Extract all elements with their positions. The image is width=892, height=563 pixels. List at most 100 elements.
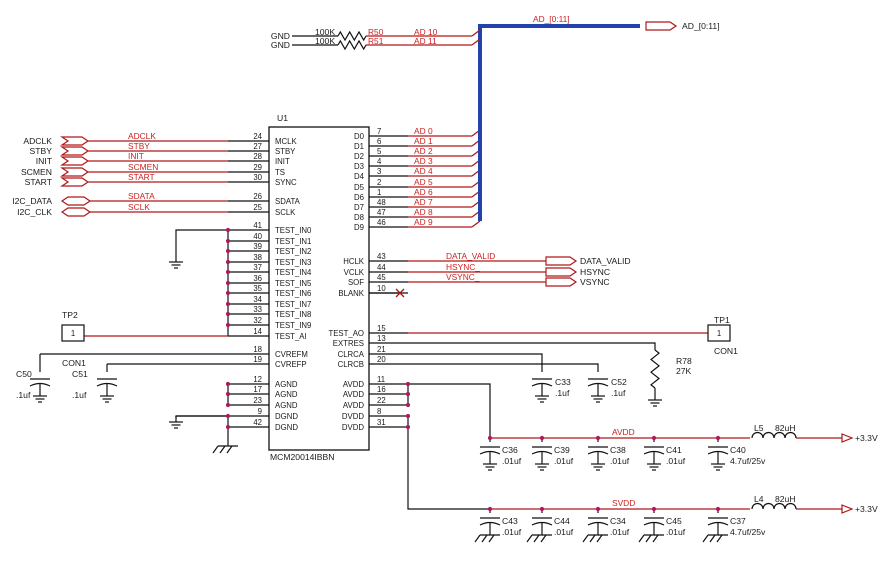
pin-name: CVREFM bbox=[275, 350, 308, 359]
ground-tooth bbox=[219, 445, 226, 454]
pin-name: TEST_IN0 bbox=[275, 226, 312, 235]
bus-label: AD_[0:11] bbox=[533, 14, 570, 24]
input-port bbox=[60, 146, 90, 156]
junction-dot bbox=[539, 506, 545, 512]
net-label: SDATA bbox=[128, 191, 155, 201]
bidir-port bbox=[60, 207, 92, 217]
pin-name: D4 bbox=[354, 172, 365, 181]
pin-name: TEST_AI bbox=[275, 332, 307, 341]
input-port bbox=[60, 167, 90, 177]
junction-dot bbox=[225, 238, 231, 244]
net-label: AD 1 bbox=[414, 136, 433, 146]
ground-symbol bbox=[647, 458, 661, 471]
cap-plate-curved bbox=[643, 521, 665, 526]
pin-name: TEST_IN1 bbox=[275, 237, 311, 246]
pin-number: 32 bbox=[253, 316, 262, 325]
cap-plate-curved bbox=[479, 521, 501, 526]
test-point-tp1 bbox=[707, 324, 731, 342]
pin-number: 25 bbox=[253, 203, 262, 212]
pin-number: 10 bbox=[377, 284, 386, 293]
port-label: START bbox=[25, 177, 53, 187]
capacitor-c52 bbox=[587, 378, 609, 390]
capacitor-c50 bbox=[29, 378, 51, 390]
port-label: HSYNC bbox=[580, 267, 610, 277]
pin-name: AVDD bbox=[343, 401, 364, 410]
net-label: AD 8 bbox=[414, 207, 433, 217]
pin-name: CVREFP bbox=[275, 360, 307, 369]
input-port bbox=[60, 136, 90, 146]
port-label: I2C_DATA bbox=[12, 196, 52, 206]
junction-dot bbox=[651, 506, 657, 512]
gnd-label: GND bbox=[271, 40, 290, 50]
junction-dot bbox=[225, 391, 231, 397]
capacitor bbox=[643, 446, 665, 458]
test-in-ground-wire bbox=[175, 229, 228, 256]
test-point-ref: TP1 bbox=[714, 315, 730, 325]
pin-number: 1 bbox=[377, 188, 381, 197]
pin-name: HCLK bbox=[343, 257, 365, 266]
pin-number: 12 bbox=[253, 375, 262, 384]
ground-symbol bbox=[648, 394, 662, 407]
cap-ref: C38 bbox=[610, 445, 626, 455]
pin-number: 34 bbox=[253, 295, 262, 304]
supply-arrow bbox=[841, 433, 854, 443]
capacitor bbox=[643, 517, 665, 529]
pin-number: 14 bbox=[253, 327, 262, 336]
ground-tooth bbox=[226, 445, 233, 454]
pin-name: DVDD bbox=[342, 423, 364, 432]
ground-symbol bbox=[100, 390, 114, 403]
ground-tooth bbox=[638, 534, 645, 543]
cap-ref: C44 bbox=[554, 516, 570, 526]
rail-label: SVDD bbox=[612, 498, 635, 508]
clrcb-wire bbox=[408, 363, 599, 372]
pin-name: SYNC bbox=[275, 178, 297, 187]
net-label: AD 5 bbox=[414, 177, 433, 187]
port-label: DATA_VALID bbox=[580, 256, 631, 266]
capacitor bbox=[531, 517, 553, 529]
resistor bbox=[337, 30, 367, 42]
cap-ref: C52 bbox=[611, 377, 627, 387]
cap-ref: C40 bbox=[730, 445, 746, 455]
net-label: SCMEN bbox=[128, 162, 158, 172]
pin-name: CLRCB bbox=[338, 360, 364, 369]
chassis-ground-symbol bbox=[526, 529, 552, 543]
pin-name: TEST_IN2 bbox=[275, 247, 311, 256]
capacitor bbox=[587, 446, 609, 458]
test-point-ref: TP2 bbox=[62, 310, 78, 320]
pin-name: DVDD bbox=[342, 412, 364, 421]
supply-arrow bbox=[841, 504, 854, 514]
junction-dot bbox=[225, 301, 231, 307]
pin-number: 23 bbox=[253, 396, 262, 405]
pin-number: 17 bbox=[253, 385, 262, 394]
net-label: ADCLK bbox=[128, 131, 156, 141]
ground-tooth bbox=[474, 534, 481, 543]
pin-number: 31 bbox=[377, 418, 386, 427]
pin-name: D0 bbox=[354, 132, 365, 141]
pin-number: 35 bbox=[253, 284, 262, 293]
ground-symbol bbox=[591, 390, 605, 403]
cap-plate-curved bbox=[587, 521, 609, 526]
pin-name: D8 bbox=[354, 213, 364, 222]
port-label: I2C_CLK bbox=[17, 207, 52, 217]
ground-tooth bbox=[702, 534, 709, 543]
capacitor bbox=[707, 517, 729, 529]
cap-plate-curved bbox=[707, 450, 729, 455]
junction-dot bbox=[225, 424, 231, 430]
rail-label: AVDD bbox=[612, 427, 635, 437]
cap-value: .1uf bbox=[555, 388, 570, 398]
output-port bbox=[545, 256, 578, 266]
junction-dot bbox=[487, 435, 493, 441]
no-connect-marker bbox=[395, 288, 405, 298]
ic-part-number: MCM20014IBBN bbox=[270, 452, 334, 462]
port-label: VSYNC bbox=[580, 277, 610, 287]
junction-dot bbox=[225, 248, 231, 254]
pin-number: 45 bbox=[377, 273, 386, 282]
pin-name: AGND bbox=[275, 401, 298, 410]
pin-number: 7 bbox=[377, 127, 381, 136]
pin-number: 2 bbox=[377, 178, 381, 187]
net-label: AD 2 bbox=[414, 146, 433, 156]
input-port bbox=[60, 156, 90, 166]
capacitor bbox=[707, 446, 729, 458]
bus-entry bbox=[471, 38, 481, 46]
junction-dot bbox=[225, 402, 231, 408]
